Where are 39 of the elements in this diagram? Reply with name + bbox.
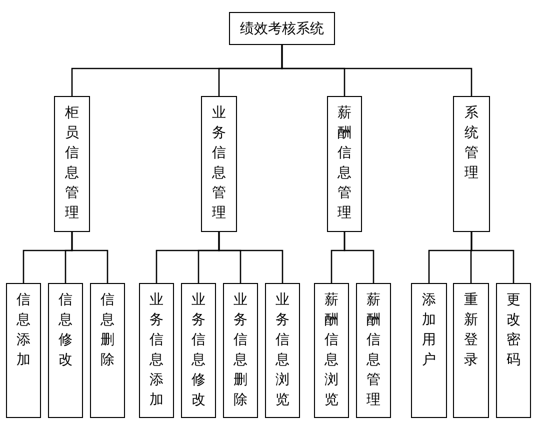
process-box [265, 283, 300, 418]
node-label: 信息删除 [100, 291, 114, 370]
node-label: 业务信息删除 [234, 291, 248, 410]
process-box [54, 96, 90, 232]
node-label: 重新登录 [464, 291, 478, 370]
process-box [223, 283, 258, 418]
node-label: 系统管理 [464, 104, 478, 183]
process-box [314, 283, 349, 418]
node-label: 业务信息修改 [192, 291, 206, 410]
process-box [90, 283, 125, 418]
process-box [48, 283, 83, 418]
process-box [181, 283, 216, 418]
node-label: 薪酬信息浏览 [324, 291, 338, 410]
process-box [139, 283, 174, 418]
node-label: 更改密码 [506, 291, 520, 370]
node-label: 业务信息浏览 [276, 291, 290, 410]
node-label: 薪酬信息管理 [338, 104, 352, 223]
connector-line [71, 232, 108, 283]
process-box [496, 283, 531, 418]
node-label: 柜员信息管理 [65, 104, 79, 223]
process-box [356, 283, 391, 418]
node-label: 业务信息管理 [212, 104, 226, 223]
node-label: 业务信息添加 [150, 291, 164, 410]
node-label: 信息修改 [58, 291, 72, 370]
process-box [453, 96, 490, 232]
connector-line [281, 45, 472, 96]
process-box [327, 96, 362, 232]
process-box [6, 283, 41, 418]
node-label: 薪酬信息管理 [366, 291, 380, 410]
process-box [201, 96, 237, 232]
process-box [229, 12, 335, 45]
process-box [453, 283, 489, 418]
connector-line [470, 232, 514, 283]
node-label: 信息添加 [16, 291, 30, 370]
node-label: 添加用户 [422, 291, 436, 370]
connector-line [218, 232, 284, 283]
process-box [411, 283, 447, 418]
connector-line [344, 232, 374, 283]
node-label: 绩效考核系统 [239, 20, 325, 38]
